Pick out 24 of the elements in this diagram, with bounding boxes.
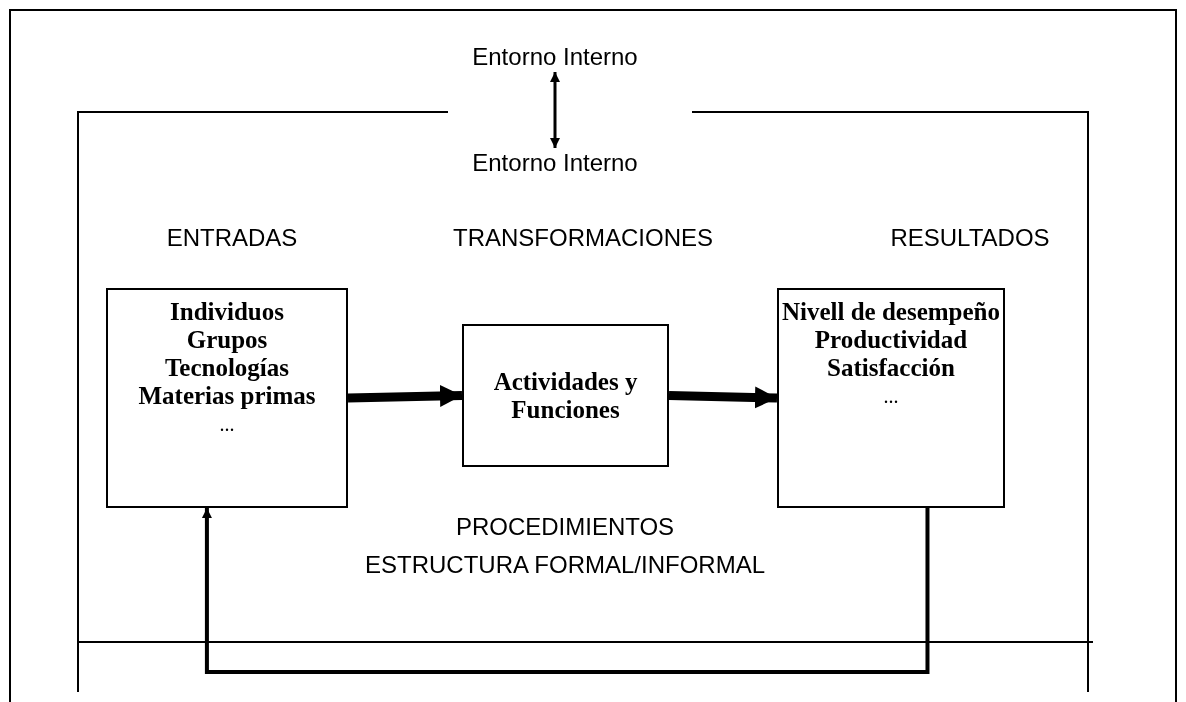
box-text: Grupos <box>186 326 268 354</box>
stage-heading: TRANSFORMACIONES <box>453 226 713 250</box>
box-text: Materias primas <box>138 382 316 410</box>
process-box <box>106 288 348 508</box>
arrow <box>550 72 560 148</box>
box-text: ... <box>219 412 235 437</box>
feedback-label: ESTRUCTURA FORMAL/INFORMAL <box>365 553 765 577</box>
arrow <box>201 508 930 674</box>
process-box <box>462 324 669 467</box>
stage-heading: RESULTADOS <box>890 226 1050 250</box>
process-box <box>777 288 1005 508</box>
box-text: Individuos <box>170 298 284 326</box>
feedback-label: PROCEDIMIENTOS <box>455 515 675 539</box>
arrow <box>347 385 463 407</box>
stage-heading: ENTRADAS <box>166 226 298 250</box>
box-text: Satisfacción <box>827 354 955 382</box>
box-text: Nivell de desempeño <box>781 298 1000 326</box>
environment-label: Entorno Interno <box>455 148 655 178</box>
arrow <box>668 386 778 409</box>
box-text: Productividad <box>814 326 968 354</box>
box-text: Actividades y Funciones <box>492 367 639 424</box>
box-text: ... <box>883 384 899 409</box>
box-text: Tecnologías <box>164 354 290 382</box>
environment-label: Entorno Interno <box>455 42 655 72</box>
